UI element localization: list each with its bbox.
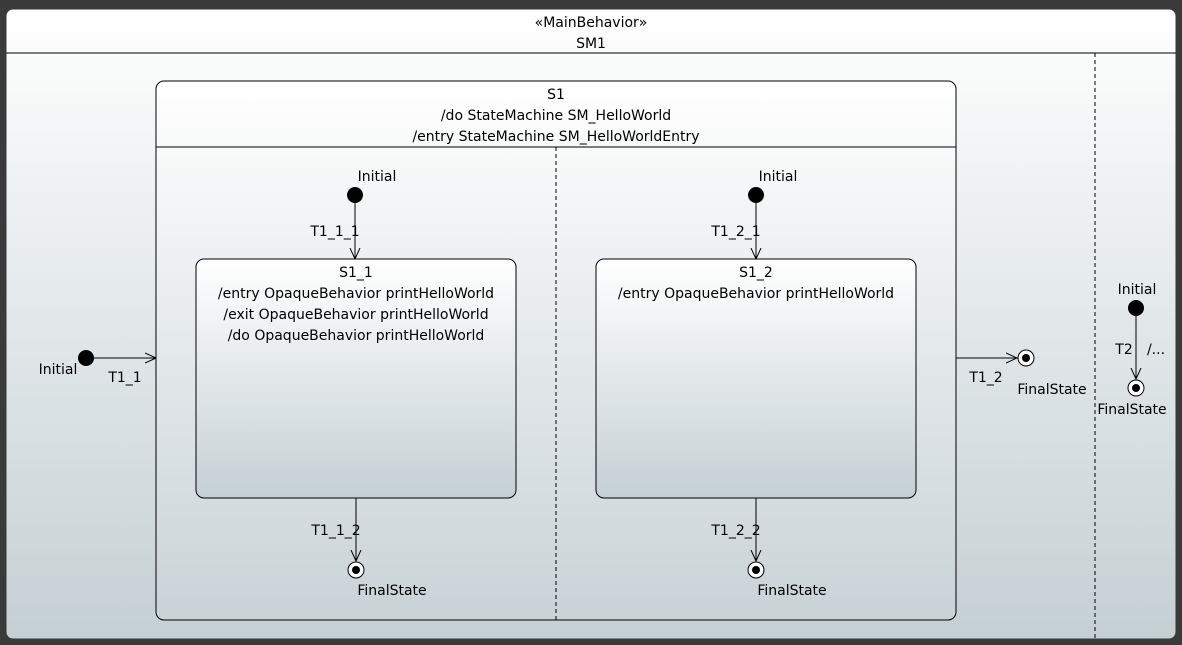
s1-1-entry: /entry OpaqueBehavior printHelloWorld	[218, 286, 494, 302]
state-s1-2[interactable]: S1_2 /entry OpaqueBehavior printHelloWor…	[595, 258, 917, 499]
r1-initial-label: Initial	[358, 169, 397, 185]
outer-final-node[interactable]	[1017, 349, 1035, 367]
r1-final-label: FinalState	[357, 583, 426, 599]
s1-entry-activity: /entry StateMachine SM_HelloWorldEntry	[412, 129, 699, 145]
state-s1-1[interactable]: S1_1 /entry OpaqueBehavior printHelloWor…	[195, 258, 517, 499]
machine-stereotype: «MainBehavior»	[535, 15, 648, 31]
side-final-node[interactable]	[1127, 379, 1145, 397]
outer-initial-node[interactable]	[78, 350, 94, 366]
outer-initial-label: Initial	[39, 362, 78, 378]
side-final-label: FinalState	[1097, 402, 1166, 418]
s1-1-name: S1_1	[339, 265, 373, 281]
s1-region-1: Initial T1_1_1 S1_1 /entry OpaqueBehavio…	[195, 169, 517, 599]
r2-final-label: FinalState	[757, 583, 826, 599]
s1-do-activity: /do StateMachine SM_HelloWorld	[441, 108, 671, 124]
transition-t2-effect: /...	[1147, 342, 1165, 358]
s1-region-2: Initial T1_2_1 S1_2 /entry OpaqueBehavio…	[595, 169, 917, 599]
s1-name: S1	[547, 87, 565, 103]
side-region: Initial T2 /... FinalState	[1097, 282, 1166, 418]
s1-1-exit: /exit OpaqueBehavior printHelloWorld	[223, 307, 488, 323]
side-initial-label: Initial	[1118, 282, 1157, 298]
r1-final-node[interactable]	[347, 561, 365, 579]
outer-region: Initial T1_1 T1_2 FinalState	[39, 349, 1087, 398]
side-initial-node[interactable]	[1128, 300, 1144, 316]
transition-t1-2-1-label: T1_2_1	[710, 224, 760, 240]
s1-2-name: S1_2	[739, 265, 773, 281]
outer-final-label: FinalState	[1017, 382, 1086, 398]
machine-name: SM1	[576, 36, 606, 52]
r1-initial-node[interactable]	[347, 187, 363, 203]
s1-2-entry: /entry OpaqueBehavior printHelloWorld	[618, 286, 894, 302]
transition-t1-2-label: T1_2	[968, 370, 1002, 386]
transition-t1-2-2-label: T1_2_2	[710, 523, 760, 539]
r2-final-node[interactable]	[747, 561, 765, 579]
r2-initial-label: Initial	[759, 169, 798, 185]
transition-t2-label: T2	[1114, 342, 1132, 358]
r2-initial-node[interactable]	[748, 187, 764, 203]
transition-t1-1-1-label: T1_1_1	[309, 224, 359, 240]
s1-1-do: /do OpaqueBehavior printHelloWorld	[228, 328, 485, 344]
transition-t1-1-2-label: T1_1_2	[310, 523, 360, 539]
transition-t1-1-label: T1_1	[107, 370, 141, 386]
